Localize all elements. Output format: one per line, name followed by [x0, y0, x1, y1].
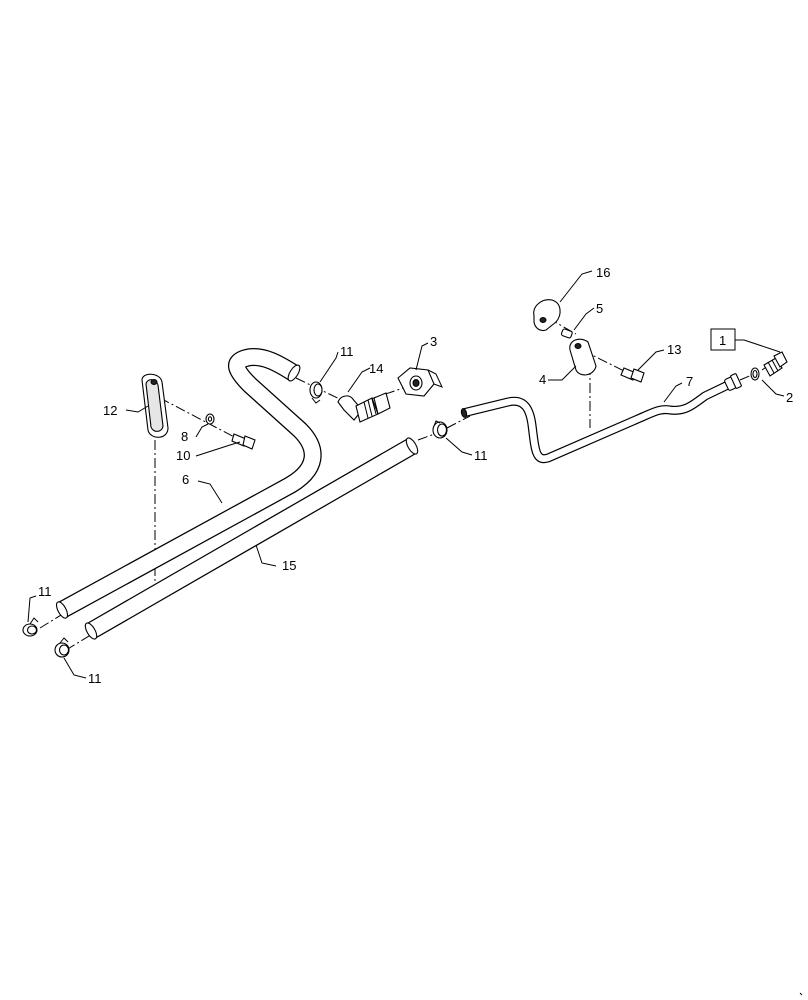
clamp-4	[569, 338, 597, 376]
callout-3: 3	[430, 334, 437, 349]
corner-mark	[799, 992, 803, 996]
tube-7	[460, 373, 742, 464]
nut-3	[397, 367, 443, 397]
bolt-10	[231, 433, 256, 450]
callout-box-1	[710, 328, 781, 353]
callout-2: 2	[786, 390, 793, 405]
o-ring-2	[750, 367, 760, 381]
hose-clamp-11-mid	[432, 420, 448, 439]
bolt-13	[620, 367, 645, 383]
callout-8: 8	[181, 429, 188, 444]
callout-4: 4	[539, 372, 546, 387]
callout-1: 1	[719, 333, 726, 348]
spacer-5	[560, 328, 573, 339]
callout-5: 5	[596, 301, 603, 316]
callout-labels: 1 2 3 4 5 6 7 8 10 11 11 11 11 12 13 14 …	[38, 265, 793, 686]
callout-7: 7	[686, 374, 693, 389]
clamp-16	[533, 299, 561, 332]
callout-12: 12	[103, 403, 117, 418]
washer-8	[205, 413, 215, 425]
callout-11-top: 11	[340, 344, 354, 359]
elbow-fitting-14	[337, 392, 391, 423]
callout-15: 15	[282, 558, 296, 573]
callout-6: 6	[182, 472, 189, 487]
hose-clamp-11-top	[309, 381, 323, 404]
callout-13: 13	[667, 342, 681, 357]
callout-11-lower-left: 11	[88, 671, 102, 686]
callout-16: 16	[596, 265, 610, 280]
adapter-fitting-1	[763, 351, 788, 377]
callout-11-mid: 11	[474, 448, 488, 463]
hose-clamp-11-lower-left	[54, 637, 70, 658]
hose-6	[55, 348, 322, 619]
callout-14: 14	[369, 361, 383, 376]
hose-clamp-11-upper-left	[22, 617, 39, 637]
callout-10: 10	[176, 448, 190, 463]
p-clamp-12	[141, 373, 169, 438]
callout-11-upper-left: 11	[38, 584, 52, 599]
hose-15	[84, 437, 419, 640]
leader-lines	[27, 270, 785, 679]
